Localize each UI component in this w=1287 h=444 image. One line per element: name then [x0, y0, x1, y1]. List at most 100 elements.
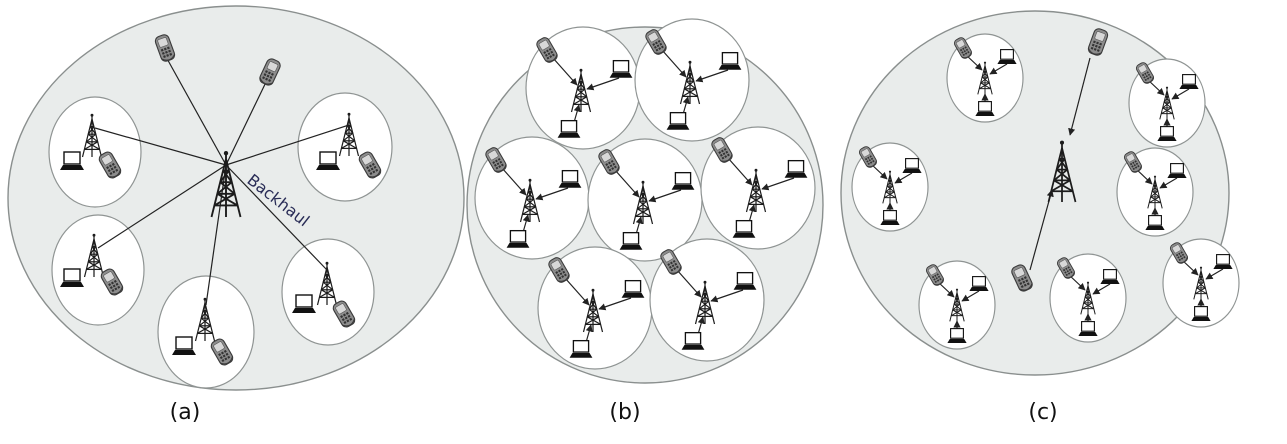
mobile-phone-icon	[660, 249, 682, 275]
link-line	[598, 297, 632, 311]
mobile-phone-icon	[1011, 264, 1033, 292]
cell-tower-icon	[679, 60, 701, 105]
cell-tower-icon	[316, 261, 338, 306]
cell-tower-icon	[882, 170, 898, 204]
mobile-phone-icon	[98, 151, 122, 179]
mobile-phone-icon	[1123, 151, 1143, 173]
mobile-phone-icon	[485, 147, 507, 173]
cell-tower-icon	[977, 61, 993, 95]
link-line	[552, 57, 578, 86]
nodes-c	[858, 28, 1233, 343]
link-line	[1205, 268, 1224, 280]
mobile-phone-icon	[210, 338, 234, 366]
panel-a: Backhaul	[7, 5, 465, 391]
cell-tower-icon	[519, 178, 541, 223]
cell-tower-icon	[83, 233, 105, 278]
laptop-icon	[732, 219, 756, 238]
link-line	[961, 290, 980, 302]
laptop-icon	[1213, 254, 1233, 269]
mobile-phone-icon	[1135, 62, 1155, 84]
laptop-icon	[506, 229, 530, 248]
cell-tower-icon	[570, 68, 592, 113]
laptop-icon	[969, 276, 989, 291]
small-cell	[48, 96, 142, 208]
laptop-icon	[681, 331, 705, 350]
laptop-icon	[569, 339, 593, 358]
backhaul-links	[94, 54, 350, 306]
mobile-phone-icon	[858, 146, 878, 168]
laptop-icon	[292, 294, 316, 313]
mobile-phone-icon	[1087, 28, 1109, 56]
link-line	[761, 177, 795, 191]
mobile-phone-icon	[925, 264, 945, 286]
link-line	[695, 69, 729, 83]
laptop-icon	[172, 336, 196, 355]
laptop-icon	[1167, 163, 1187, 178]
cell-tower-icon	[694, 280, 716, 325]
cell-tower-icon	[582, 288, 604, 333]
cell-tower-icon	[81, 113, 103, 158]
mobile-phone-icon	[100, 268, 124, 296]
laptop-icon	[60, 151, 84, 170]
mobile-phone-icon	[358, 151, 382, 179]
laptop-icon	[316, 151, 340, 170]
mobile-phone-icon	[645, 29, 667, 55]
laptop-icon	[975, 101, 995, 116]
link-line	[225, 77, 269, 166]
cell-tower-icon	[1080, 281, 1096, 315]
cell-tower-icon	[632, 180, 654, 225]
mobile-phone-icon	[598, 149, 620, 175]
laptop-icon	[666, 111, 690, 130]
small-cell	[157, 275, 255, 389]
laptop-icon	[1179, 74, 1199, 89]
panel-label-a: (a)	[169, 400, 201, 425]
laptop-icon	[880, 210, 900, 225]
link-line	[648, 189, 682, 203]
link-line	[989, 63, 1008, 75]
mobile-phone-icon	[536, 37, 558, 63]
mobile-phone-icon	[1056, 257, 1076, 279]
laptop-icon	[60, 268, 84, 287]
laptop-icon	[1100, 269, 1120, 284]
link-line	[661, 49, 687, 78]
cell-tower-icon	[1147, 175, 1163, 209]
link-line	[710, 289, 744, 303]
laptop-icon	[609, 59, 633, 78]
laptop-icon	[671, 171, 695, 190]
link-line	[894, 172, 913, 184]
laptop-icon	[621, 279, 645, 298]
link-line	[1068, 57, 1091, 136]
laptop-icon	[947, 328, 967, 343]
cell-tower-icon	[1159, 86, 1175, 120]
panel-b	[466, 18, 824, 384]
laptop-icon	[619, 231, 643, 250]
laptop-icon	[733, 271, 757, 290]
link-line	[614, 169, 640, 198]
access-links-b	[501, 49, 795, 347]
link-line	[727, 157, 753, 186]
laptop-icon	[1078, 321, 1098, 336]
laptop-icon	[718, 51, 742, 70]
cell-tower-icon	[210, 151, 242, 218]
nodes-a	[60, 34, 382, 366]
cell-tower-icon	[194, 297, 216, 342]
mobile-phone-icon	[548, 257, 570, 283]
panel-c	[840, 10, 1240, 376]
cell-tower-icon	[745, 168, 767, 213]
link-line	[501, 167, 527, 196]
link-line	[225, 124, 350, 166]
link-line	[164, 54, 227, 166]
mobile-phone-icon	[953, 37, 973, 59]
link-line	[94, 127, 227, 166]
mobile-phone-icon	[711, 137, 733, 163]
cell-tower-icon	[949, 288, 965, 322]
laptop-icon	[1157, 126, 1177, 141]
panel-label-c: (c)	[1028, 400, 1058, 425]
link-line	[676, 269, 702, 298]
cell-tower-icon	[1047, 140, 1077, 203]
link-line	[1092, 283, 1111, 295]
nodes-b	[485, 29, 808, 358]
cell-tower-icon	[338, 112, 360, 157]
laptop-icon	[784, 159, 808, 178]
